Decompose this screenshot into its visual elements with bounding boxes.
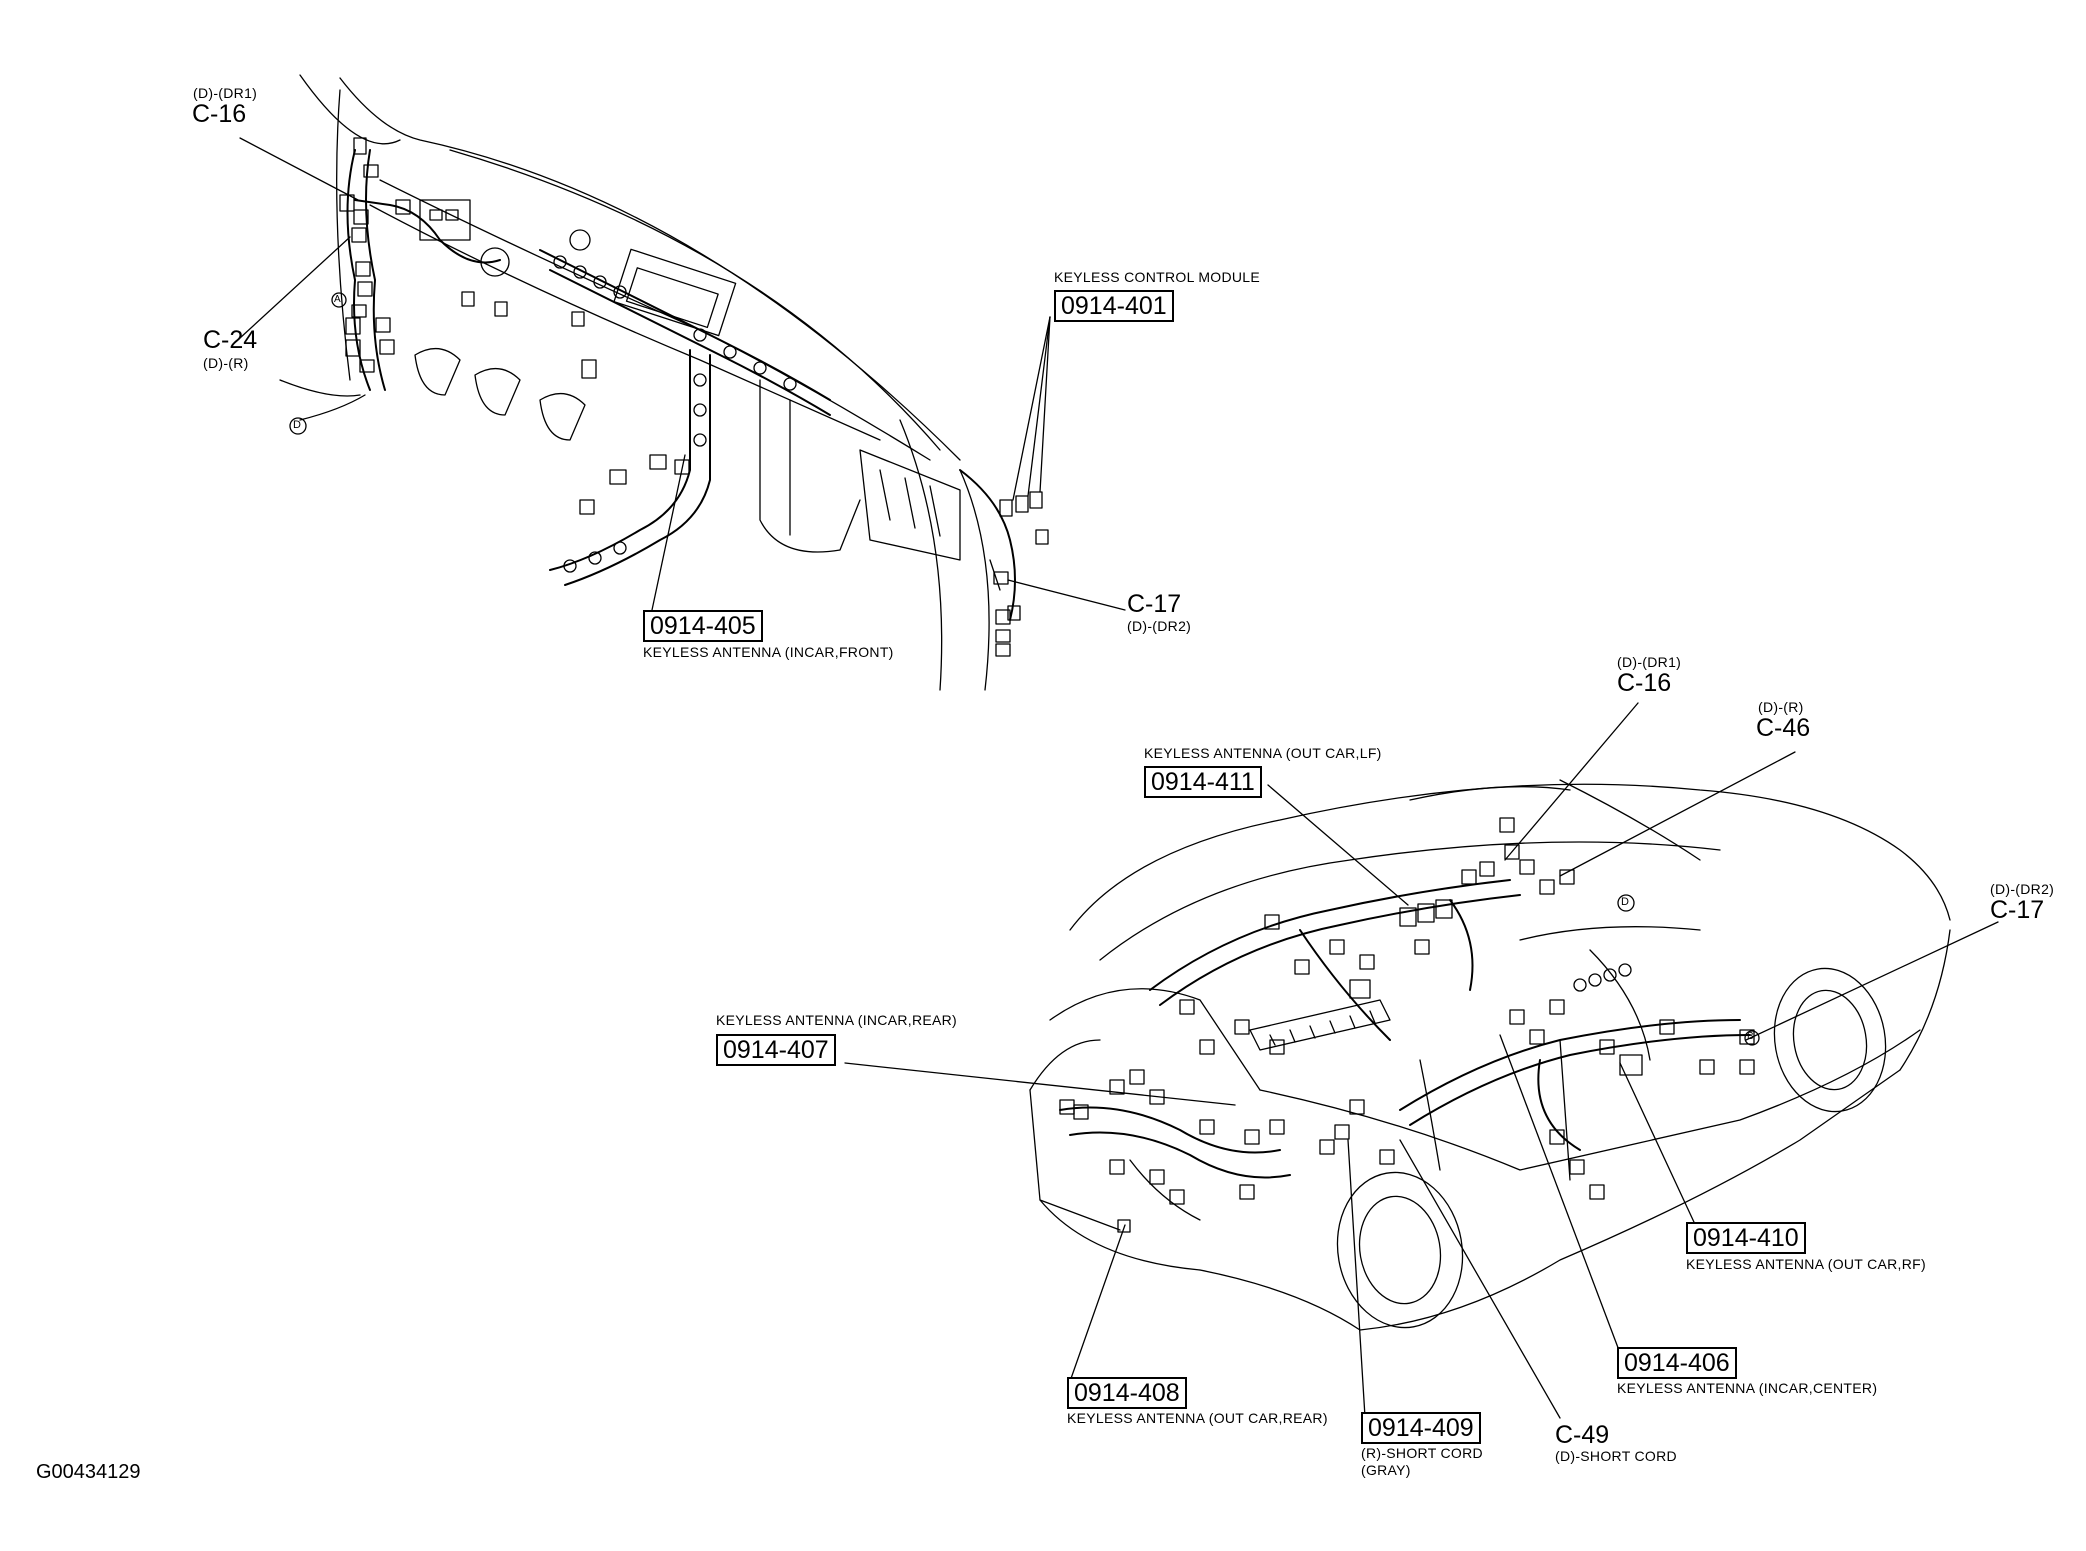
connector-c16-right-sub: (D)-(DR1) [1617, 654, 1682, 670]
component-411-desc: KEYLESS ANTENNA (OUT CAR,LF) [1144, 745, 1382, 761]
dash-connectors [339, 137, 1049, 657]
component-409-desc2: (GRAY) [1361, 1462, 1411, 1478]
reference-markers [289, 292, 1760, 1046]
conduit-markings [553, 255, 797, 573]
marker-a: A [334, 294, 341, 305]
dashboard-illustration [279, 74, 1016, 691]
connector-c17-right-sub: (D)-(DR2) [1990, 881, 2055, 897]
component-406-id: 0914-406 [1617, 1347, 1737, 1379]
marker-b: B [1747, 1031, 1754, 1042]
component-401-desc: KEYLESS CONTROL MODULE [1054, 269, 1261, 285]
component-409-desc: (R)-SHORT CORD [1361, 1445, 1483, 1461]
marker-d-car: D [1621, 896, 1629, 908]
connector-c24-sub: (D)-(R) [203, 355, 249, 371]
connector-c16-right-code: C-16 [1617, 669, 1672, 697]
component-407-id: 0914-407 [716, 1034, 836, 1066]
connector-c24-code: C-24 [203, 326, 258, 354]
component-406-desc: KEYLESS ANTENNA (INCAR,CENTER) [1617, 1380, 1878, 1396]
connector-c17-top-sub: (D)-(DR2) [1127, 618, 1192, 634]
trunk-harness-markings [1573, 963, 1632, 992]
component-407-desc: KEYLESS ANTENNA (INCAR,REAR) [716, 1012, 958, 1028]
connector-c17-top-code: C-17 [1127, 590, 1182, 618]
connector-c16-top-code: C-16 [192, 100, 247, 128]
component-408-id: 0914-408 [1067, 1377, 1187, 1409]
component-401-id: 0914-401 [1054, 290, 1174, 322]
component-405-desc: KEYLESS ANTENNA (INCAR,FRONT) [643, 644, 894, 660]
figure-code: G00434129 [36, 1461, 141, 1483]
connector-c46-code: C-46 [1756, 714, 1811, 742]
car-connectors [1059, 817, 1755, 1233]
component-405-id: 0914-405 [643, 610, 763, 642]
component-408-desc: KEYLESS ANTENNA (OUT CAR,REAR) [1067, 1410, 1328, 1426]
connector-c16-top-sub: (D)-(DR1) [193, 85, 258, 101]
connector-c49-sub: (D)-SHORT CORD [1555, 1448, 1677, 1464]
connector-c46-sub: (D)-(R) [1758, 699, 1804, 715]
component-411-id: 0914-411 [1144, 766, 1262, 798]
component-410-id: 0914-410 [1686, 1222, 1806, 1254]
component-409-id: 0914-409 [1361, 1412, 1481, 1444]
marker-d-dashboard: D [293, 419, 301, 431]
car-body-illustration [1029, 779, 1951, 1331]
component-410-desc: KEYLESS ANTENNA (OUT CAR,RF) [1686, 1256, 1926, 1272]
connector-c49-code: C-49 [1555, 1421, 1610, 1449]
leader-lines [239, 137, 1999, 1419]
connector-c17-right-code: C-17 [1990, 896, 2045, 924]
